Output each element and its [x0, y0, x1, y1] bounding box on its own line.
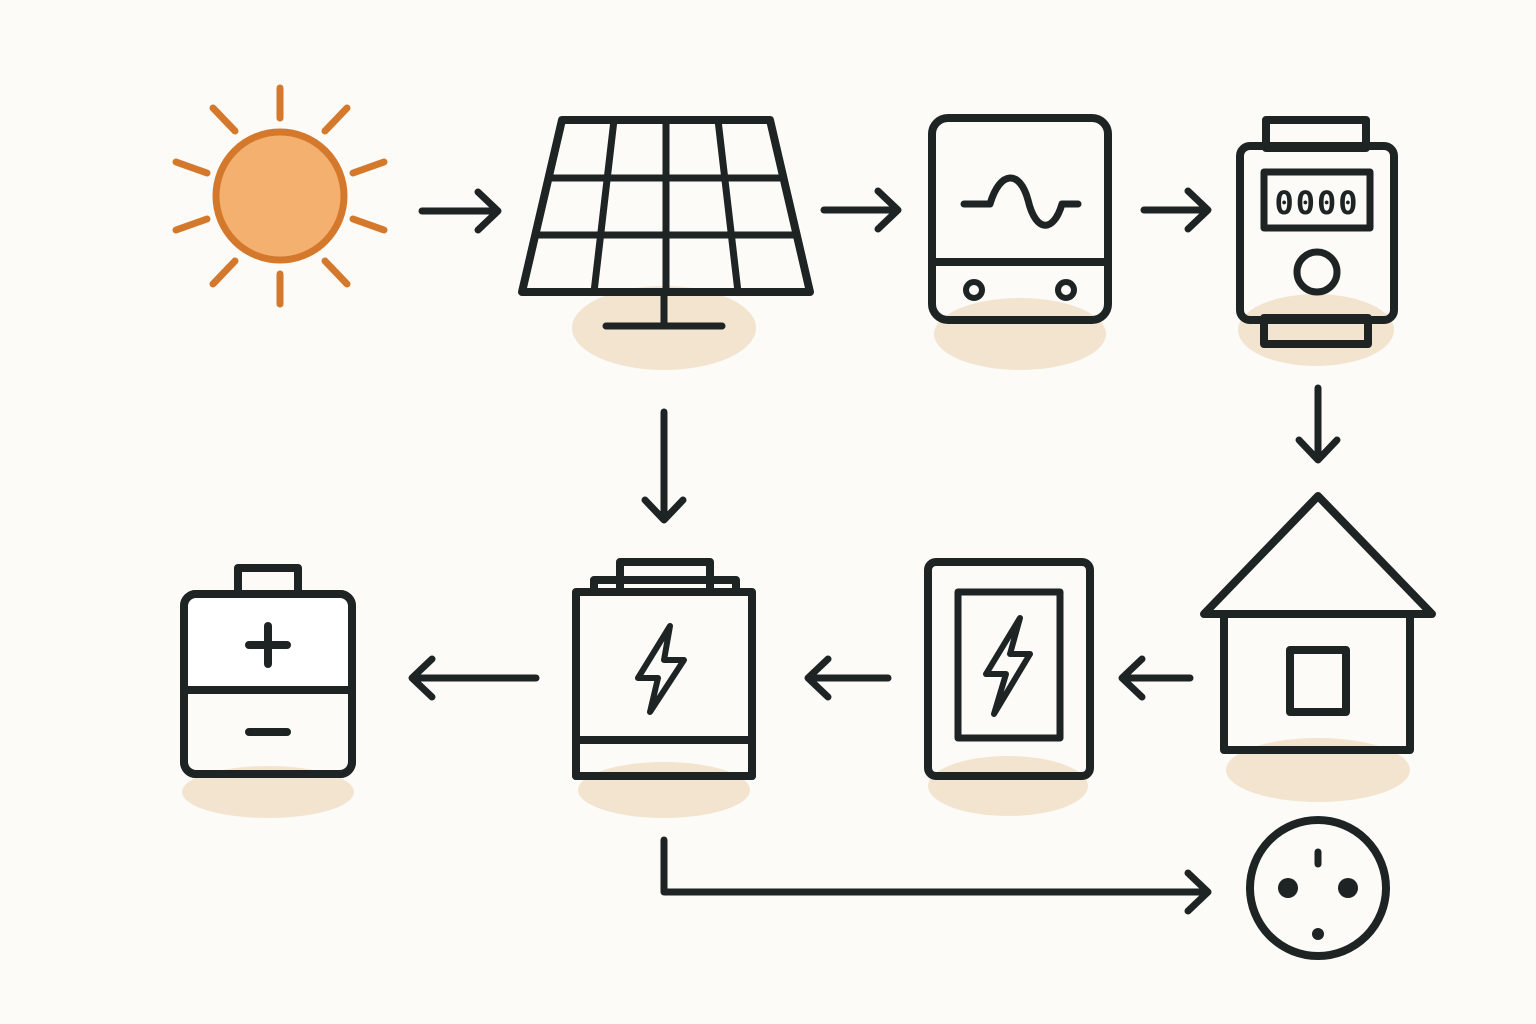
- arrow-inverter-to-meter: [1140, 187, 1212, 233]
- inverter-icon: [928, 114, 1112, 370]
- solar-panel-icon: [518, 116, 814, 370]
- arrow-meter-to-house: [1295, 384, 1341, 464]
- arrow-distribution-to-storage: [804, 655, 892, 701]
- arrow-panel-to-inverter: [820, 187, 902, 233]
- storage-battery-icon: [572, 558, 756, 818]
- arrow-storage-to-outlet: [660, 836, 1212, 915]
- battery-icon: [180, 564, 356, 818]
- arrow-sun-to-panel: [418, 188, 502, 234]
- arrow-storage-to-battery: [408, 655, 540, 701]
- electricity-meter-icon: 0000: [1236, 116, 1398, 366]
- power-outlet-icon: [1246, 816, 1390, 960]
- sun-icon: [172, 84, 388, 308]
- house-icon: [1200, 492, 1436, 802]
- arrow-panel-to-storage: [641, 408, 687, 524]
- meter-display: 0000: [1274, 184, 1359, 222]
- lightning-panel-icon: [924, 558, 1094, 816]
- arrow-house-to-distribution: [1118, 655, 1194, 701]
